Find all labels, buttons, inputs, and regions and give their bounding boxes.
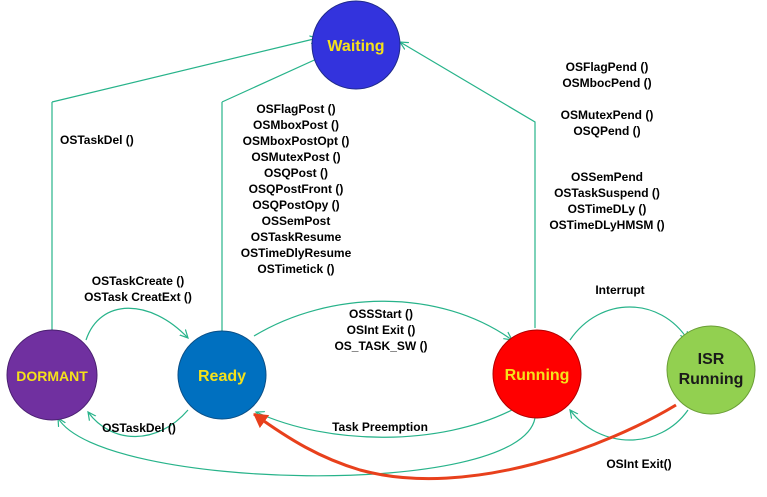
edge-isr-to-running (570, 410, 689, 441)
running-to-waiting-line: OSMutexPend () (561, 108, 654, 122)
label-ready-to-waiting: OSFlagPost () OSMboxPost () OSMboxPostOp… (241, 102, 352, 276)
label-running-to-isr: Interrupt (595, 283, 644, 297)
edge-dormant-to-waiting (51, 38, 318, 340)
ready-to-waiting-line: OSTimetick () (257, 262, 334, 276)
state-running: Running (492, 329, 582, 419)
dormant-to-ready-line1: OSTaskCreate () (92, 274, 184, 288)
state-isr-circle (666, 325, 756, 415)
label-running-to-waiting: OSFlagPend () OSMbocPend () OSMutexPend … (549, 60, 664, 232)
running-to-waiting-line: OSQPend () (573, 124, 640, 138)
ready-to-waiting-line: OSSemPost (262, 214, 331, 228)
ready-to-running-line: OSInt Exit () (347, 323, 416, 337)
running-to-waiting-line: OSSemPend (571, 170, 643, 184)
running-to-waiting-line: OSTimeDLyHMSM () (549, 218, 664, 232)
label-ready-to-dormant: OSTaskDel () (102, 421, 176, 435)
edge-ready-to-running (253, 300, 512, 340)
label-dormant-to-ready: OSTaskCreate () OSTask CreatExt () (84, 274, 192, 304)
ready-to-waiting-line: OSTimeDlyResume (241, 246, 352, 260)
ready-to-waiting-line: OSMutexPost () (251, 150, 340, 164)
ready-to-waiting-line: OSMboxPostOpt () (243, 134, 350, 148)
state-isr-label-line2: Running (679, 371, 744, 388)
ready-to-waiting-line: OSQPostFront () (249, 182, 344, 196)
edge-running-to-ready (256, 409, 513, 438)
ready-to-waiting-line: OSFlagPost () (256, 102, 335, 116)
ready-to-waiting-line: OSQPostOpy () (252, 198, 339, 212)
edge-isr-to-ready (253, 403, 677, 481)
edge-ready-to-waiting (221, 52, 332, 342)
edge-running-to-waiting (400, 42, 536, 328)
state-dormant-circle (6, 329, 98, 421)
state-ready-circle (177, 330, 267, 420)
state-dormant: DORMANT (6, 329, 98, 421)
state-dormant-label: DORMANT (16, 368, 88, 384)
ready-to-waiting-line: OSMboxPost () (253, 118, 339, 132)
state-running-circle (492, 329, 582, 419)
state-waiting: Waiting (311, 0, 401, 90)
running-to-waiting-line: OSFlagPend () (566, 60, 649, 74)
running-to-waiting-line: OSTimeDLy () (568, 202, 647, 216)
state-waiting-circle (311, 0, 401, 90)
state-running-label: Running (505, 367, 570, 384)
state-ready: Ready (177, 330, 267, 420)
edge-running-to-dormant (58, 418, 536, 477)
running-to-waiting-line: OSTaskSuspend () (554, 186, 660, 200)
label-dormant-to-waiting: OSTaskDel () (60, 133, 134, 147)
dormant-to-ready-line2: OSTask CreatExt () (84, 290, 192, 304)
running-to-waiting-line: OSMbocPend () (562, 76, 651, 90)
state-isr-label-line1: ISR (698, 351, 725, 368)
label-isr-to-ready: OSInt Exit() (606, 457, 671, 471)
ready-to-running-line: OSSStart () (349, 307, 413, 321)
ready-to-waiting-line: OSTaskResume (251, 230, 342, 244)
ready-to-waiting-line: OSQPost () (264, 166, 328, 180)
label-ready-to-running: OSSStart () OSInt Exit () OS_TASK_SW () (334, 307, 427, 353)
label-running-to-ready: Task Preemption (332, 420, 428, 434)
state-isr-running: ISR Running (666, 325, 756, 415)
state-ready-label: Ready (198, 368, 246, 385)
ready-to-running-line: OS_TASK_SW () (334, 339, 427, 353)
edge-ready-to-dormant (88, 409, 189, 438)
state-waiting-label: Waiting (327, 38, 384, 55)
edge-dormant-to-ready (85, 307, 188, 341)
edge-running-to-isr (569, 306, 688, 340)
